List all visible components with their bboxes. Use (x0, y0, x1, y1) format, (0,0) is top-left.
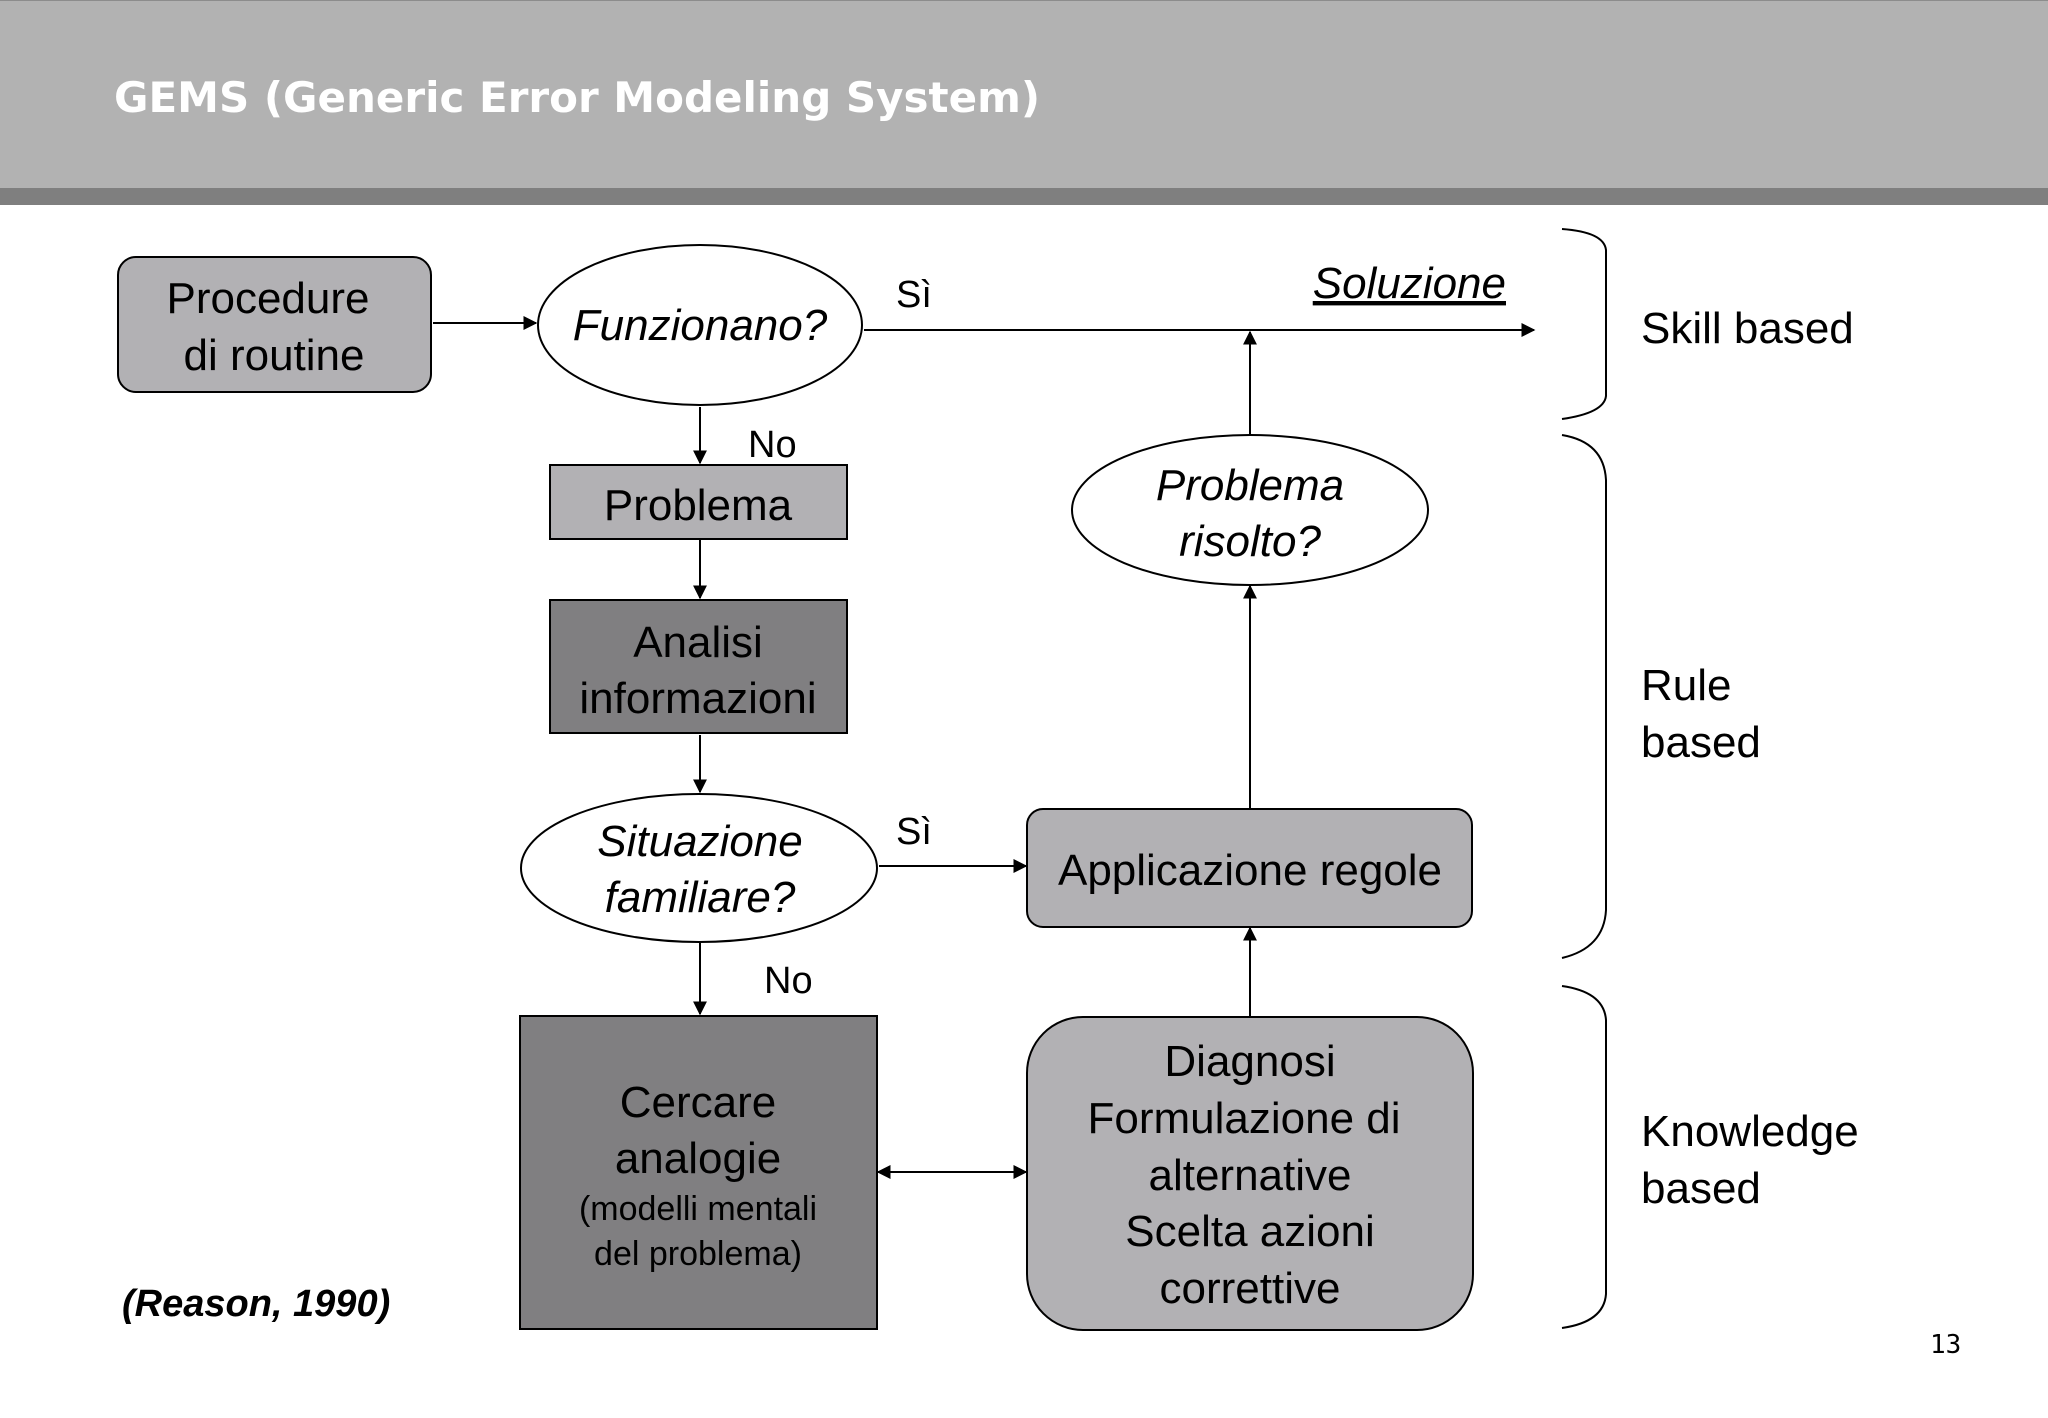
diagnosi-line5: correttive (1160, 1264, 1341, 1313)
procedure-line1: Procedure (166, 274, 369, 323)
risolto-line1: Problema (1156, 461, 1344, 510)
analisi-line2: informazioni (579, 674, 816, 723)
cercare-line2: analogie (615, 1134, 781, 1183)
node-problema-risolto: Problema risolto? (1071, 434, 1429, 586)
cercare-line4: del problema) (594, 1235, 802, 1273)
diagnosi-line3: alternative (1148, 1151, 1351, 1200)
diagnosi-line1: Diagnosi (1164, 1037, 1335, 1086)
level-braces (1561, 228, 1607, 1329)
slide-header: GEMS (Generic Error Modeling System) (0, 0, 2048, 188)
level-rule-line1: Rule (1641, 661, 1732, 710)
level-skill-based: Skill based (1641, 304, 1854, 353)
situazione-line2: familiare? (605, 873, 796, 922)
node-procedure-di-routine: Procedure di routine (117, 256, 432, 393)
node-analisi-informazioni: Analisi informazioni (549, 599, 848, 734)
level-knowledge-line1: Knowledge (1641, 1107, 1859, 1156)
funzionano-label: Funzionano? (573, 301, 828, 350)
soluzione-label: Soluzione (1313, 259, 1506, 308)
procedure-line2: di routine (183, 331, 364, 380)
problema-label: Problema (604, 481, 793, 530)
edge-label-no-funzionano: No (748, 424, 797, 466)
slide-title: GEMS (Generic Error Modeling System) (114, 73, 1041, 122)
applicazione-label: Applicazione regole (1058, 846, 1442, 895)
connectors (433, 316, 1536, 1179)
brace-skill (1561, 228, 1607, 420)
edge-label-si-funzionano: Sì (896, 274, 932, 316)
node-applicazione-regole: Applicazione regole (1026, 808, 1473, 928)
diagnosi-line2: Formulazione di (1087, 1094, 1400, 1143)
situazione-line1: Situazione (597, 817, 802, 866)
edge-label-si-situazione: Sì (896, 811, 932, 853)
node-funzionano: Funzionano? (537, 244, 863, 406)
cercare-line3: (modelli mentali (579, 1190, 817, 1228)
brace-rule (1561, 434, 1607, 959)
node-cercare-analogie: Cercare analogie (modelli mentali del pr… (519, 1015, 878, 1330)
diagnosi-line4: Scelta azioni (1125, 1207, 1374, 1256)
edge-label-no-situazione: No (764, 960, 813, 1002)
node-diagnosi: Diagnosi Formulazione di alternative Sce… (1026, 1016, 1474, 1331)
citation: (Reason, 1990) (122, 1283, 391, 1325)
cercare-line1: Cercare (620, 1078, 777, 1127)
analisi-line1: Analisi (633, 618, 763, 667)
level-knowledge-line2: based (1641, 1164, 1761, 1213)
risolto-line2: risolto? (1179, 517, 1321, 566)
node-problema: Problema (549, 464, 848, 540)
level-rule-line2: based (1641, 718, 1761, 767)
brace-knowledge (1561, 985, 1607, 1329)
header-divider (0, 188, 2048, 205)
node-situazione-familiare: Situazione familiare? (520, 793, 878, 943)
page-number: 13 (1930, 1330, 1962, 1360)
